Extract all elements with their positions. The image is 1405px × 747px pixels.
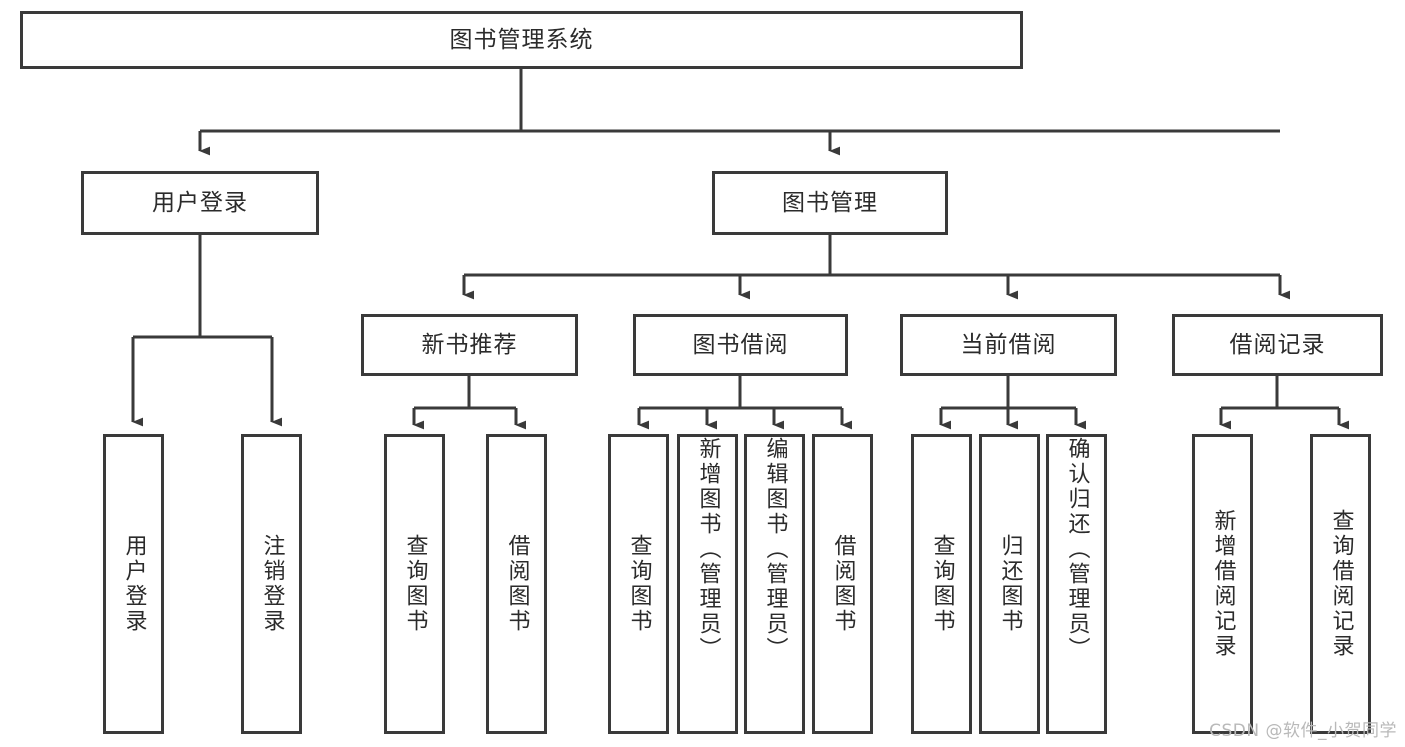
node-label: 查询图书 [929,534,955,634]
node-label: 查询图书 [402,534,428,634]
node-new-book-recommend[interactable]: 新书推荐 [361,314,578,376]
node-current-borrow[interactable]: 当前借阅 [900,314,1117,376]
node-label: 确认归还（管理员） [1064,437,1090,662]
leaf-user-login-logout[interactable]: 注销登录 [241,434,302,734]
csdn-watermark: CSDN @软件_小贺同学 [1209,721,1397,741]
node-label: 注销登录 [259,534,285,634]
node-book-borrow[interactable]: 图书借阅 [633,314,848,376]
leaf-borrow-record-query-record[interactable]: 查询借阅记录 [1310,434,1371,734]
leaf-current-borrow-query-book[interactable]: 查询图书 [911,434,972,734]
node-label: 用户登录 [121,534,147,634]
node-borrow-record[interactable]: 借阅记录 [1172,314,1383,376]
node-book-management[interactable]: 图书管理 [712,171,948,235]
node-label: 查询图书 [626,534,652,634]
node-label: 图书借阅 [692,331,789,358]
node-label: 借阅记录 [1229,331,1326,358]
node-label: 借阅图书 [830,534,856,634]
leaf-book-borrow-add-book-admin[interactable]: 新增图书（管理员） [677,434,738,734]
leaf-book-borrow-edit-book-admin[interactable]: 编辑图书（管理员） [744,434,805,734]
node-label: 新增图书（管理员） [695,437,721,662]
node-label: 用户登录 [152,189,248,216]
node-label: 新增借阅记录 [1210,509,1236,659]
leaf-user-login-login[interactable]: 用户登录 [103,434,164,734]
node-label: 查询借阅记录 [1328,509,1354,659]
leaf-new-book-borrow-book[interactable]: 借阅图书 [486,434,547,734]
node-label: 图书管理系统 [449,26,594,53]
leaf-new-book-query-book[interactable]: 查询图书 [384,434,445,734]
node-label: 当前借阅 [960,331,1057,358]
node-label: 归还图书 [997,534,1023,634]
node-user-login[interactable]: 用户登录 [81,171,319,235]
leaf-current-borrow-confirm-return-admin[interactable]: 确认归还（管理员） [1046,434,1107,734]
node-label: 编辑图书（管理员） [762,437,788,662]
node-label: 新书推荐 [421,331,518,358]
leaf-book-borrow-query-book[interactable]: 查询图书 [608,434,669,734]
node-root-system[interactable]: 图书管理系统 [20,11,1023,69]
leaf-current-borrow-return-book[interactable]: 归还图书 [979,434,1040,734]
node-label: 图书管理 [782,189,878,216]
leaf-borrow-record-add-record[interactable]: 新增借阅记录 [1192,434,1253,734]
leaf-book-borrow-borrow-book[interactable]: 借阅图书 [812,434,873,734]
node-label: 借阅图书 [504,534,530,634]
